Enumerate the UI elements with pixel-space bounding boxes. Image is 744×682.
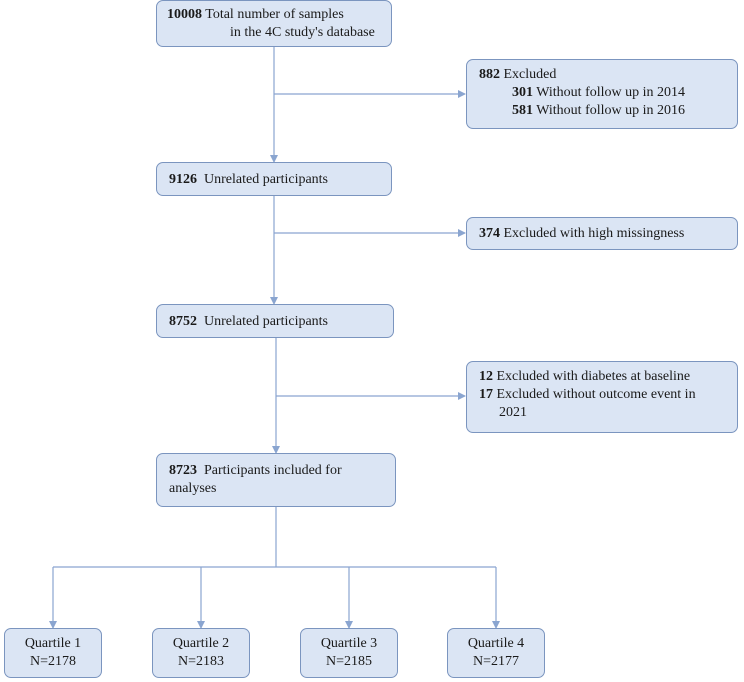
outcome-count: 17 <box>479 387 493 402</box>
box-quartile-3: Quartile 3 N=2185 <box>300 628 398 678</box>
box-participants-included: 8723 Participants included for analyses <box>156 453 396 507</box>
quartile-2-n: N=2183 <box>177 654 224 669</box>
total-text-1: Total number of samples <box>205 7 344 22</box>
missingness-count: 374 <box>479 226 500 241</box>
quartile-3-n: N=2185 <box>325 654 372 669</box>
quartile-1-n: N=2178 <box>29 654 76 669</box>
diabetes-count: 12 <box>479 369 493 384</box>
excluded-label: Excluded <box>503 67 557 82</box>
missingness-text: Excluded with high missingness <box>503 226 685 241</box>
box-quartile-4: Quartile 4 N=2177 <box>447 628 545 678</box>
box-unrelated-participants-1: 9126 Unrelated participants <box>156 162 392 196</box>
outcome-text-1: Excluded without outcome event in <box>496 387 696 402</box>
quartile-3-label: Quartile 3 <box>320 636 378 651</box>
step2-count: 9126 <box>169 172 197 187</box>
box-excluded-follow-up: 882 Excluded 301 Without follow up in 20… <box>466 59 738 129</box>
excluded-2014-count: 301 <box>512 85 533 100</box>
step3-text: Unrelated participants <box>204 314 329 329</box>
box-excluded-missingness: 374 Excluded with high missingness <box>466 217 738 250</box>
excluded-2014-text: Without follow up in 2014 <box>536 85 686 100</box>
diabetes-text: Excluded with diabetes at baseline <box>496 369 691 384</box>
final-count: 8723 <box>169 463 197 478</box>
outcome-text-2: 2021 <box>499 405 527 420</box>
quartile-1-label: Quartile 1 <box>24 636 82 651</box>
final-text-2: analyses <box>169 481 217 496</box>
excluded-2016-text: Without follow up in 2016 <box>536 103 686 118</box>
total-text-2: in the 4C study's database <box>230 25 375 40</box>
quartile-4-label: Quartile 4 <box>467 636 525 651</box>
quartile-2-label: Quartile 2 <box>172 636 230 651</box>
step2-text: Unrelated participants <box>204 172 329 187</box>
box-quartile-1: Quartile 1 N=2178 <box>4 628 102 678</box>
box-unrelated-participants-2: 8752 Unrelated participants <box>156 304 394 338</box>
box-excluded-diabetes-outcome: 12 Excluded with diabetes at baseline 17… <box>466 361 738 433</box>
final-text-1: Participants included for <box>204 463 342 478</box>
total-count: 10008 <box>167 7 202 22</box>
step3-count: 8752 <box>169 314 197 329</box>
excluded-count: 882 <box>479 67 500 82</box>
excluded-2016-count: 581 <box>512 103 533 118</box>
quartile-4-n: N=2177 <box>472 654 519 669</box>
box-quartile-2: Quartile 2 N=2183 <box>152 628 250 678</box>
box-total-samples: 10008 Total number of samples in the 4C … <box>156 0 392 47</box>
